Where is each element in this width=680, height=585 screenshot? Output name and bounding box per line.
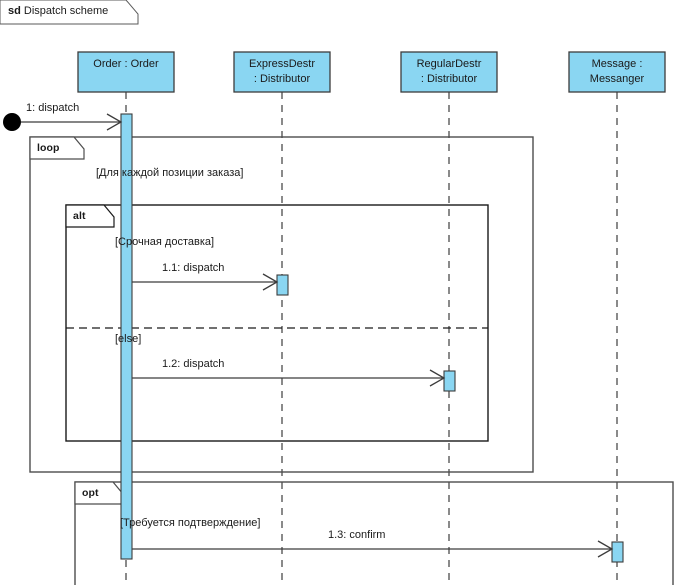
start-node-icon[interactable] xyxy=(3,113,21,131)
lifeline-label-express-line2: : Distributor xyxy=(253,73,311,85)
lifeline-label-messanger-line1: Message : xyxy=(591,58,643,70)
lifeline-label-regular-line1: RegularDestr xyxy=(416,58,482,70)
message-label-13-confirm: 1.3: confirm xyxy=(328,529,386,541)
diagram-title-tab xyxy=(0,0,139,25)
fragment-frame-opt[interactable] xyxy=(74,481,674,585)
fragment-guard-loop: [Для каждой позиции заказа] xyxy=(96,167,244,179)
lifeline-head-order[interactable] xyxy=(77,51,175,93)
lifeline-label-regular-line2: : Distributor xyxy=(420,73,478,85)
activation-bar-messanger[interactable] xyxy=(611,541,624,563)
arrowhead-icon-1-dispatch xyxy=(106,113,123,131)
message-label-11-dispatch: 1.1: dispatch xyxy=(162,262,225,274)
lifeline-head-messanger[interactable] xyxy=(568,51,666,93)
activation-bar-order[interactable] xyxy=(120,113,133,560)
message-label-12-dispatch: 1.2: dispatch xyxy=(162,358,225,370)
lifeline-label-messanger-line2: Messanger xyxy=(589,73,645,85)
diagram-title-text: Dispatch scheme xyxy=(23,5,109,17)
fragment-frame-alt[interactable] xyxy=(65,204,489,442)
fragment-tab-alt xyxy=(65,204,115,228)
fragment-guard-alt-else: [else] xyxy=(115,333,142,345)
diagram-title: sd Dispatch scheme xyxy=(8,5,108,18)
fragment-guard-opt: [Требуется подтверждение] xyxy=(120,517,261,529)
message-label-1-dispatch: 1: dispatch xyxy=(26,102,80,114)
fragment-tab-loop xyxy=(29,136,85,160)
fragment-operator-loop: loop xyxy=(37,142,60,154)
fragment-frame-loop[interactable] xyxy=(29,136,534,473)
fragment-operator-opt: opt xyxy=(82,487,99,499)
arrowhead-icon-12-dispatch xyxy=(429,369,446,387)
lifeline-label-express-line1: ExpressDestr xyxy=(248,58,316,70)
activation-bar-express[interactable] xyxy=(276,274,289,296)
arrowhead-icon-11-dispatch xyxy=(262,273,279,291)
activation-bar-regular[interactable] xyxy=(443,370,456,392)
fragment-operator-alt: alt xyxy=(73,210,86,222)
diagram-kind-keyword: sd xyxy=(8,5,21,17)
lifeline-label-order: Order : Order xyxy=(93,58,159,70)
lifeline-head-express[interactable] xyxy=(233,51,331,93)
arrowhead-icon-13-confirm xyxy=(597,540,614,558)
fragment-guard-alt: [Срочная доставка] xyxy=(115,236,215,248)
lifeline-head-regular[interactable] xyxy=(400,51,498,93)
